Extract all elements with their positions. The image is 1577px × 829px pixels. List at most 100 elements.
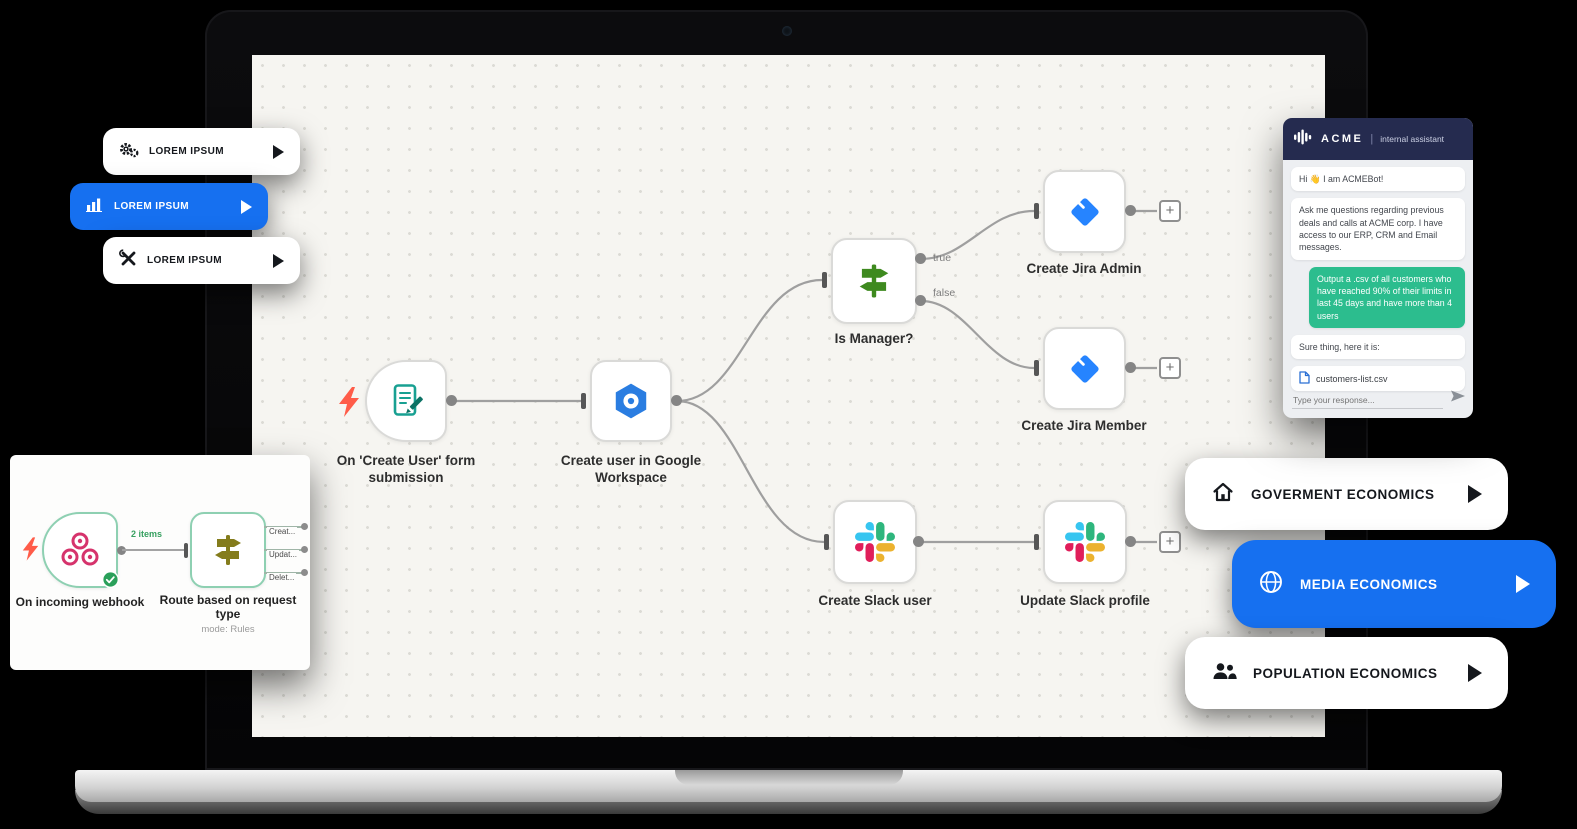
jira-icon [1070,197,1099,226]
laptop-screen: On 'Create User' form submission Create … [205,10,1368,770]
route-output-create[interactable]: Creat... [264,521,308,536]
node-label-jira-admin: Create Jira Admin [1026,261,1142,276]
node-label-slack-user: Create Slack user [818,593,932,608]
output-connector-dot[interactable] [915,253,926,264]
gears-icon [119,140,139,163]
google-workspace-icon [615,383,647,419]
pill-label: GOVERMENT ECONOMICS [1251,486,1435,502]
left-pill-lorem-1[interactable]: LOREM IPSUM [103,128,300,175]
mini-connection-line [122,549,184,551]
play-arrow-icon [273,144,284,159]
output-connector-dot[interactable] [301,523,308,530]
workflow-canvas[interactable]: On 'Create User' form submission Create … [252,55,1325,737]
add-node-button[interactable]: + [1159,531,1181,553]
input-connector-stub[interactable] [184,543,188,558]
branch-label-false: false [933,287,956,299]
chat-message-bot: Hi 👋 I am ACMEBot! [1291,167,1465,192]
route-output-label: Creat... [267,527,298,536]
node-create-jira-member[interactable] [1043,327,1126,410]
connector-line [264,526,303,528]
node-google-workspace[interactable] [590,360,672,442]
node-is-manager[interactable] [831,238,917,324]
webhook-icon [61,532,99,566]
left-pill-lorem-2-active[interactable]: LOREM IPSUM [70,183,268,230]
node-mode-label: mode: Rules [201,624,255,635]
input-connector-stub[interactable] [1034,360,1039,376]
node-route-switch[interactable] [190,512,266,588]
header-divider: | [1370,133,1374,145]
right-pill-goverment-economics[interactable]: GOVERMENT ECONOMICS [1185,458,1508,530]
route-output-update[interactable]: Updat... [264,544,308,559]
webhook-workflow-card: On incoming webhook 2 items Route based … [10,455,310,670]
input-connector-stub[interactable] [822,272,827,288]
play-arrow-icon [1468,485,1482,503]
pill-label: MEDIA ECONOMICS [1300,576,1438,592]
slack-icon [1065,522,1105,562]
items-count-label: 2 items [131,529,163,539]
chat-message-bot: Ask me questions regarding previous deal… [1291,198,1465,260]
success-check-icon [101,570,120,593]
home-icon [1211,480,1235,509]
output-connector-dot[interactable] [915,295,926,306]
output-connector-dot[interactable] [301,546,308,553]
output-connector-dot[interactable] [1125,205,1136,216]
people-icon [1211,659,1237,688]
add-node-button[interactable]: + [1159,200,1181,222]
add-node-button[interactable]: + [1159,357,1181,379]
left-pill-lorem-3[interactable]: LOREM IPSUM [103,237,300,284]
connector-line [264,572,303,574]
form-icon [393,384,423,416]
output-connector-dot[interactable] [446,395,457,406]
laptop-base-notch [674,770,903,785]
slack-icon [855,522,895,562]
route-output-label: Updat... [267,550,300,559]
route-output-label: Delet... [267,573,297,582]
acme-logo-icon [1294,129,1314,150]
play-arrow-icon [1516,575,1530,593]
pill-label: LOREM IPSUM [114,201,189,212]
output-connector-dot[interactable] [117,546,126,555]
node-update-slack-profile[interactable] [1043,500,1127,584]
document-icon [1299,371,1310,386]
jira-icon [1070,354,1099,383]
switch-icon [859,264,889,298]
play-arrow-icon [273,253,284,268]
trigger-lightning-icon [22,537,39,566]
node-label-route: Route based on request type [159,593,297,622]
node-create-slack-user[interactable] [833,500,917,584]
pill-label: LOREM IPSUM [149,146,224,157]
webcam-icon [782,26,792,36]
pill-label: LOREM IPSUM [147,255,222,266]
node-label-webhook: On incoming webhook [15,595,145,609]
trigger-lightning-icon [338,387,360,422]
output-connector-dot[interactable] [301,569,308,576]
connector-line [264,549,303,551]
chat-subtitle: internal assistant [1380,134,1445,144]
node-label-jira-member: Create Jira Member [1021,418,1147,433]
chat-header: ACME | internal assistant [1283,118,1473,160]
chat-assistant-widget: ACME | internal assistant Hi 👋 I am ACME… [1283,118,1473,418]
right-pill-media-economics-active[interactable]: MEDIA ECONOMICS [1232,540,1556,628]
branch-label-true: true [933,252,952,264]
output-connector-dot[interactable] [1125,536,1136,547]
route-output-delete[interactable]: Delet... [264,567,308,582]
file-name: customers-list.csv [1316,373,1388,384]
pill-label: POPULATION ECONOMICS [1253,665,1438,681]
input-connector-stub[interactable] [581,393,586,409]
output-connector-dot[interactable] [1125,362,1136,373]
input-connector-stub[interactable] [1034,203,1039,219]
output-connector-dot[interactable] [913,536,924,547]
input-connector-stub[interactable] [824,534,829,550]
right-pill-population-economics[interactable]: POPULATION ECONOMICS [1185,637,1508,709]
node-create-jira-admin[interactable] [1043,170,1126,253]
output-connector-dot[interactable] [671,395,682,406]
chat-message-bot: Sure thing, here it is: [1291,334,1465,360]
file-attachment[interactable]: customers-list.csv [1291,366,1465,392]
node-label-slack-profile: Update Slack profile [1020,593,1150,608]
node-form-trigger[interactable] [365,360,447,442]
send-icon[interactable] [1451,389,1465,407]
globe-icon [1258,569,1284,600]
node-label-form: On 'Create User' form submission [336,453,476,485]
chat-input[interactable] [1292,392,1443,409]
input-connector-stub[interactable] [1034,534,1039,550]
